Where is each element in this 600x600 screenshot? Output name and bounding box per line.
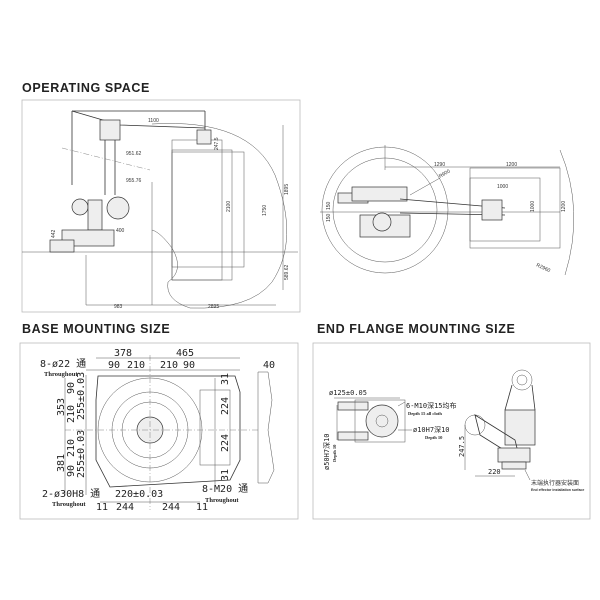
dim-label: 11 (196, 502, 208, 513)
dim-label: 378 (114, 348, 132, 359)
dim-label: 255±0.03 (76, 430, 87, 478)
dim-label: 442 (51, 229, 57, 238)
dim-label: 955.76 (126, 178, 142, 184)
dim-label: 244 (116, 502, 134, 513)
dim-label: 1200 (506, 162, 517, 168)
surface-label-en: End effector installation surface (531, 488, 584, 492)
dim-label: 353 (56, 398, 67, 416)
dim-label: 90 (66, 465, 77, 477)
callout-note: Throughout (44, 371, 78, 378)
end-flange-drawing: ø125±0.05 6-M10深15均布 Depth 15 all cloth … (312, 342, 591, 520)
dim-label: 210 (66, 439, 77, 457)
section-title-end-flange-mounting-size: END FLANGE MOUNTING SIZE (317, 322, 516, 336)
dim-label: 31 (220, 469, 231, 481)
callout-label: 2-ø30H8 通 (42, 488, 100, 500)
dim-label: 210 (160, 360, 178, 371)
surface-label-cn: 末端执行器安装面 (531, 479, 579, 487)
dim-label: 983 (114, 304, 123, 310)
dim-label: ø125±0.05 (329, 389, 367, 397)
dim-label: 1000 (497, 184, 508, 190)
dim-label: 2100 (226, 201, 232, 212)
callout-label: ø50H7深10 (322, 433, 331, 470)
callout-label: 6-M10深15均布 (406, 401, 457, 410)
dim-label: 150 (326, 213, 332, 222)
dim-label: 400 (116, 228, 125, 234)
dim-label: 1100 (148, 118, 159, 124)
dim-label: R900 (438, 168, 452, 179)
dim-label: 1000 (530, 201, 536, 212)
dim-label: 40 (263, 360, 275, 371)
dim-label: 220 (488, 468, 501, 476)
callout-note: Depth 15 all cloth (408, 411, 442, 416)
operating-space-side-view: 1100 951.62 955.76 2100 1750 1895 442 40… (21, 99, 301, 313)
dim-label: 247.5 (214, 137, 220, 150)
dim-label: 224 (220, 434, 231, 452)
callout-label: 8-ø22 通 (40, 358, 86, 370)
dim-label: 90 (183, 360, 195, 371)
callout-note: Throughout (52, 501, 86, 508)
dim-label: R2960 (535, 262, 551, 274)
dim-label: 244 (162, 502, 180, 513)
dim-label: 589.62 (284, 264, 290, 280)
base-mounting-drawing: 378 465 90 210 210 90 40 31 224 224 31 3… (19, 342, 299, 520)
callout-note: Depth 10 (425, 435, 443, 440)
callout-label: 8-M20 通 (202, 483, 248, 495)
dim-label: 210 (127, 360, 145, 371)
dim-label: 2895 (208, 304, 219, 310)
section-title-operating-space: OPERATING SPACE (22, 81, 150, 95)
dim-label: 1750 (262, 205, 268, 216)
dim-label: 224 (220, 397, 231, 415)
dim-label: 465 (176, 348, 194, 359)
section-title-base-mounting-size: BASE MOUNTING SIZE (22, 322, 171, 336)
callout-note: Throughout (205, 497, 239, 504)
dim-label: 11 (96, 502, 108, 513)
dim-label: 90 (108, 360, 120, 371)
dim-label: 220±0.03 (115, 489, 163, 500)
dim-label: 1290 (434, 162, 445, 168)
dim-label: 210 (66, 405, 77, 423)
callout-note: Depth 10 (332, 444, 337, 462)
dim-label: 255±0.03 (76, 372, 87, 420)
dim-label: 381 (56, 454, 67, 472)
dim-label: 1895 (284, 184, 290, 195)
dim-label: 951.62 (126, 151, 142, 157)
operating-space-top-view: 1290 1200 1000 1000 1200 R900 R2960 150 … (320, 145, 575, 276)
dim-label: 1200 (561, 201, 567, 212)
dim-label: 31 (220, 373, 231, 385)
dim-label: 90 (66, 382, 77, 394)
dim-label: 247.5 (458, 436, 466, 457)
dim-label: 150 (326, 201, 332, 210)
callout-label: ø10H7深10 (413, 425, 450, 434)
